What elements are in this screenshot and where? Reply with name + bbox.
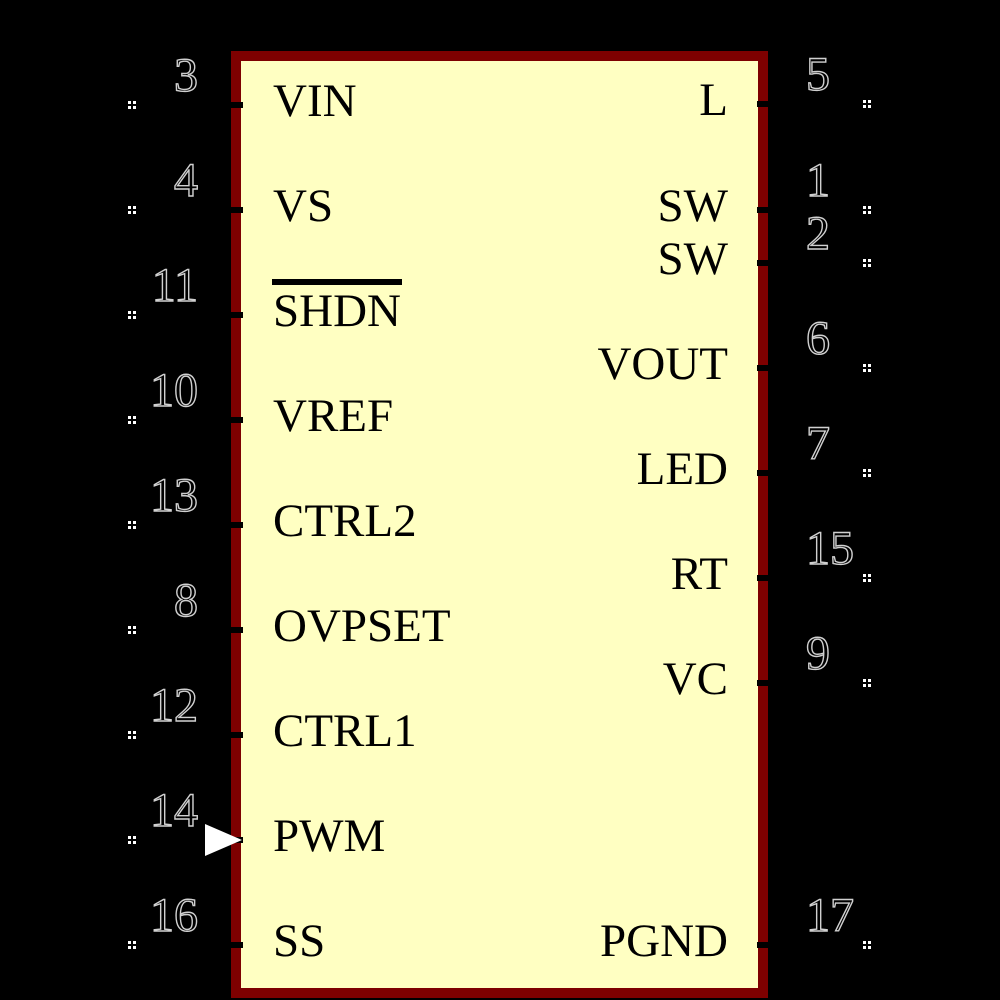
pin-label-text: CTRL1 <box>273 705 417 757</box>
pin-end-tick-icon <box>128 731 131 734</box>
pin-end-tick-icon <box>863 574 866 577</box>
pin-label-text: OVPSET <box>273 600 451 652</box>
pin-stub <box>226 522 243 528</box>
pin-stub <box>757 207 774 213</box>
pin-end-tick-icon <box>128 206 131 209</box>
pin-label-pgnd: PGND <box>600 918 728 965</box>
pin-label-text: SW <box>657 180 729 232</box>
pin-end-tick-icon <box>863 206 866 209</box>
pin-label-text: RT <box>670 548 728 600</box>
pin-label-text: PGND <box>600 915 728 967</box>
pin-label-sw: SW <box>658 183 729 230</box>
pin-label-ss: SS <box>273 918 325 965</box>
pin-label-ctrl2: CTRL2 <box>273 498 417 545</box>
pin-stub <box>226 207 243 213</box>
pin-end-tick-icon <box>128 101 131 104</box>
pin-number: 13 <box>149 469 198 522</box>
pin-label-text: SHDN <box>272 279 402 337</box>
pin-label-l: L <box>699 77 728 124</box>
pin-number: 9 <box>805 627 830 680</box>
pin-end-tick-icon <box>863 259 866 262</box>
pin-stub <box>226 942 243 948</box>
pin-label-text: PWM <box>273 810 386 862</box>
pin-stub <box>757 260 774 266</box>
pin-label-text: LED <box>636 443 728 495</box>
pin-end-tick-icon <box>863 364 866 367</box>
pin-label-vs: VS <box>273 183 333 230</box>
pin-label-ovpset: OVPSET <box>273 603 451 650</box>
pin-label-shdn: SHDN <box>272 279 402 337</box>
pin-number: 4 <box>173 154 198 207</box>
pin-label-text: VREF <box>273 390 394 442</box>
pin-stub <box>757 365 774 371</box>
pin-label-vc: VC <box>663 656 728 703</box>
pin-label-text: L <box>699 74 728 126</box>
pin-label-vout: VOUT <box>597 341 728 388</box>
pin-end-tick-icon <box>863 941 866 944</box>
pin-label-text: VC <box>662 653 728 705</box>
pin-number: 1 <box>805 154 830 207</box>
pin-number: 17 <box>805 889 854 942</box>
pin-number: 16 <box>149 889 198 942</box>
pin-end-tick-icon <box>863 679 866 682</box>
pin-end-tick-icon <box>128 941 131 944</box>
pin-number: 5 <box>805 48 830 101</box>
pin-stub <box>226 102 243 108</box>
pin-number: 11 <box>151 259 199 312</box>
pin-label-text: SS <box>273 915 326 967</box>
pin-label-vref: VREF <box>273 393 393 440</box>
pin-label-pwm: PWM <box>273 813 385 860</box>
pin-end-tick-icon <box>863 100 866 103</box>
pin-end-tick-icon <box>128 626 131 629</box>
pin-end-tick-icon <box>128 416 131 419</box>
pin-number: 12 <box>149 679 198 732</box>
pin-stub <box>226 627 243 633</box>
pin-stub <box>757 470 774 476</box>
pin-label-text: SW <box>657 233 729 285</box>
pin-number: 7 <box>805 417 830 470</box>
pin-label-text: VIN <box>273 75 357 127</box>
pin-label-text: VOUT <box>597 338 728 390</box>
pin-label-ctrl1: CTRL1 <box>273 708 417 755</box>
pin-stub <box>226 417 243 423</box>
pin-stub <box>757 575 774 581</box>
pin-end-tick-icon <box>863 469 866 472</box>
pin-label-sw: SW <box>658 236 729 283</box>
pin-end-tick-icon <box>128 836 131 839</box>
pin-label-vin: VIN <box>273 78 357 125</box>
pin-number: 8 <box>173 574 198 627</box>
pin-number: 14 <box>149 784 198 837</box>
pin-number: 3 <box>173 49 198 102</box>
pin-stub <box>757 942 774 948</box>
pin-stub <box>226 732 243 738</box>
pin-end-tick-icon <box>128 521 131 524</box>
pin-number: 15 <box>805 522 854 575</box>
pin-label-rt: RT <box>671 551 728 598</box>
pin-end-tick-icon <box>128 311 131 314</box>
pin-number: 2 <box>805 207 830 260</box>
pin-stub <box>757 680 774 686</box>
pin-stub <box>226 312 243 318</box>
pin-label-text: CTRL2 <box>273 495 417 547</box>
pin-number: 10 <box>149 364 198 417</box>
pin-stub <box>757 101 774 107</box>
pin-label-led: LED <box>637 446 728 493</box>
pin-label-text: VS <box>273 180 334 232</box>
pin-number: 6 <box>805 312 830 365</box>
pwm-clock-arrow-icon <box>205 824 242 856</box>
